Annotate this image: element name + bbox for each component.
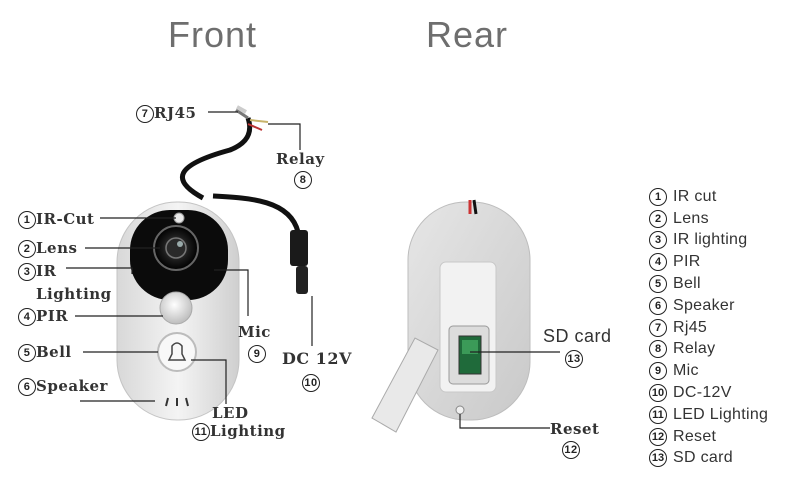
callout-relay: Relay 8 [276, 150, 325, 189]
callout-number: 9 [248, 345, 266, 363]
callout-label-line2: Lighting [36, 285, 112, 303]
legend-number: 6 [649, 296, 667, 315]
leader-lines [66, 111, 560, 429]
legend-label: Relay [673, 340, 716, 358]
legend-number: 10 [649, 384, 667, 403]
callout-number: 5 [18, 344, 36, 362]
legend-number: 1 [649, 187, 667, 206]
legend-number: 12 [649, 427, 667, 446]
legend-label: LED Lighting [673, 405, 769, 423]
legend-item: 6 Speaker [649, 295, 768, 317]
callout-number: 11 [192, 423, 210, 441]
callout-number: 12 [562, 441, 580, 459]
legend-number: 7 [649, 318, 667, 337]
callout-mic: Mic 9 [238, 323, 271, 363]
legend-number: 11 [649, 405, 667, 424]
legend-item: 5 Bell [649, 273, 768, 295]
legend-item: 9 Mic [649, 360, 768, 382]
legend-number: 4 [649, 253, 667, 272]
callout-label: DC 12V [282, 349, 352, 368]
callout-number: 8 [294, 171, 312, 189]
callout-label: LED [212, 404, 249, 422]
legend-label: IR lighting [673, 231, 748, 249]
legend-label: Reset [673, 427, 717, 445]
callout-label: RJ45 [154, 104, 197, 122]
legend-number: 5 [649, 275, 667, 294]
callout-number: 4 [18, 308, 36, 326]
legend-label: IR cut [673, 187, 717, 205]
legend-label: SD card [673, 449, 733, 467]
front-cable [180, 105, 308, 294]
legend-number: 9 [649, 362, 667, 381]
legend-label: Rj45 [673, 318, 708, 336]
legend-label: Speaker [673, 296, 735, 314]
callout-label: IR-Cut [36, 210, 95, 228]
callout-reset: Reset 12 [550, 420, 599, 459]
legend-label: Lens [673, 209, 709, 227]
front-heading: Front [168, 14, 258, 55]
legend-item: 4 PIR [649, 251, 768, 273]
legend-number: 13 [649, 449, 667, 468]
callout-label: Mic [238, 323, 271, 341]
callout-number: 13 [565, 350, 583, 368]
callout-number: 3 [18, 263, 36, 281]
callout-label-line2: Lighting [210, 422, 286, 440]
legend-item: 12 Reset [649, 426, 768, 448]
legend-label: PIR [673, 253, 701, 271]
callout-number: 7 [136, 105, 154, 123]
legend-item: 7 Rj45 [649, 317, 768, 339]
callout-label: PIR [36, 307, 69, 325]
callout-label: Reset [550, 420, 600, 438]
callout-number: 6 [18, 378, 36, 396]
callout-label: Speaker [36, 377, 108, 395]
callout-number: 10 [302, 373, 320, 392]
legend-label: Mic [673, 362, 699, 380]
legend-item: 10 DC-12V [649, 382, 768, 404]
rear-device [371, 199, 531, 433]
callout-label: Bell [36, 343, 72, 361]
legend-item: 11 LED Lighting [649, 404, 768, 426]
legend-label: DC-12V [673, 384, 732, 402]
callout-label: IR [36, 262, 57, 280]
legend-number: 3 [649, 231, 667, 250]
legend-label: Bell [673, 275, 701, 293]
callout-label: SD card [543, 326, 612, 346]
callout-label: Relay [276, 150, 325, 168]
legend-item: 3 IR lighting [649, 230, 768, 252]
callout-sd-card: SD card 13 [543, 326, 612, 368]
rear-heading: Rear [426, 14, 509, 55]
legend-number: 2 [649, 209, 667, 228]
callout-dc-12v: DC 12V 10 [282, 349, 352, 392]
front-device [116, 201, 240, 421]
legend-item: 8 Relay [649, 339, 768, 361]
legend-number: 8 [649, 340, 667, 359]
legend-item: 1 IR cut [649, 186, 768, 208]
legend-item: 2 Lens [649, 208, 768, 230]
legend-item: 13 SD card [649, 448, 768, 470]
callout-label: Lens [36, 239, 78, 257]
callout-number: 1 [18, 211, 36, 229]
callout-number: 2 [18, 240, 36, 258]
